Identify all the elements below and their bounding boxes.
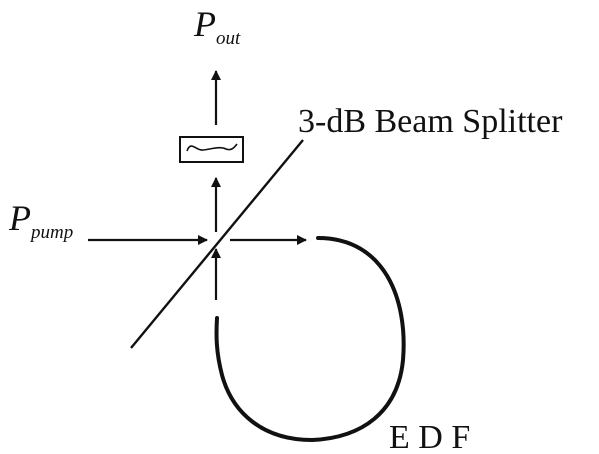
filter-icon (179, 136, 244, 163)
p-pump-label: Ppump (8, 198, 73, 243)
edf-fiber-loop (214, 236, 406, 443)
splitter-label: 3-dB Beam Splitter (298, 103, 563, 140)
edf-label: E D F (389, 419, 470, 454)
beam-splitter (130, 139, 304, 349)
p-out-label: Pout (193, 4, 241, 49)
